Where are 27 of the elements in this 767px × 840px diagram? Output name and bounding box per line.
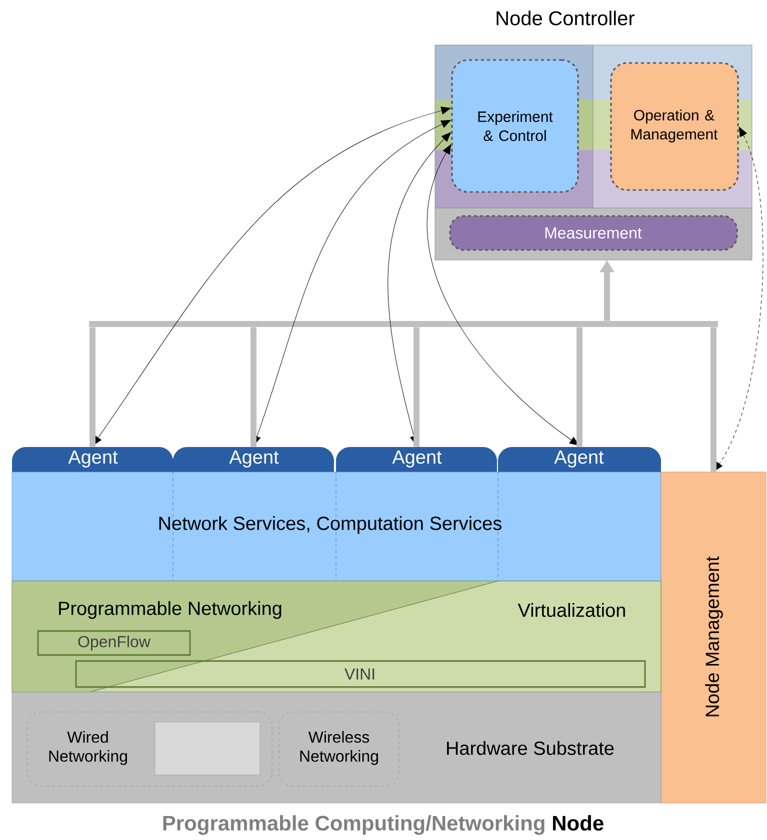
agent-tab: Agent: [498, 447, 661, 472]
arrow: [92, 106, 451, 446]
bus-line: [250, 327, 256, 447]
node-label: Node Controller: [496, 10, 635, 26]
arrow: [427, 144, 580, 446]
service-layer: Network Services, Computation Services: [12, 472, 662, 582]
hardware-group: Wired Networking: [26, 712, 272, 786]
protocol-box: VINI: [75, 660, 646, 688]
dashed-arrow: [714, 126, 764, 472]
bus-line: [710, 327, 716, 472]
bus-line: [576, 327, 582, 447]
function-box: Operation & Management: [610, 62, 739, 191]
title: Programmable Computing/Networking Node: [163, 815, 604, 835]
node-label: Agent: [229, 450, 279, 468]
node-label: Agent: [68, 450, 118, 468]
agent-tab: Agent: [336, 447, 497, 472]
protocol-box: OpenFlow: [37, 630, 191, 656]
hardware-group: Wireless Networking: [278, 712, 400, 786]
agent-tab: Agent: [173, 447, 334, 472]
bus-line: [414, 327, 420, 447]
bus-bar: [89, 321, 718, 327]
hardware-box: [154, 722, 260, 776]
function-box: Experiment & Control: [451, 59, 579, 193]
bus-line: [90, 327, 96, 447]
measurement-bar: Measurement: [449, 215, 738, 251]
agent-tab: Agent: [12, 447, 173, 472]
management-column: Node Management: [660, 472, 766, 804]
